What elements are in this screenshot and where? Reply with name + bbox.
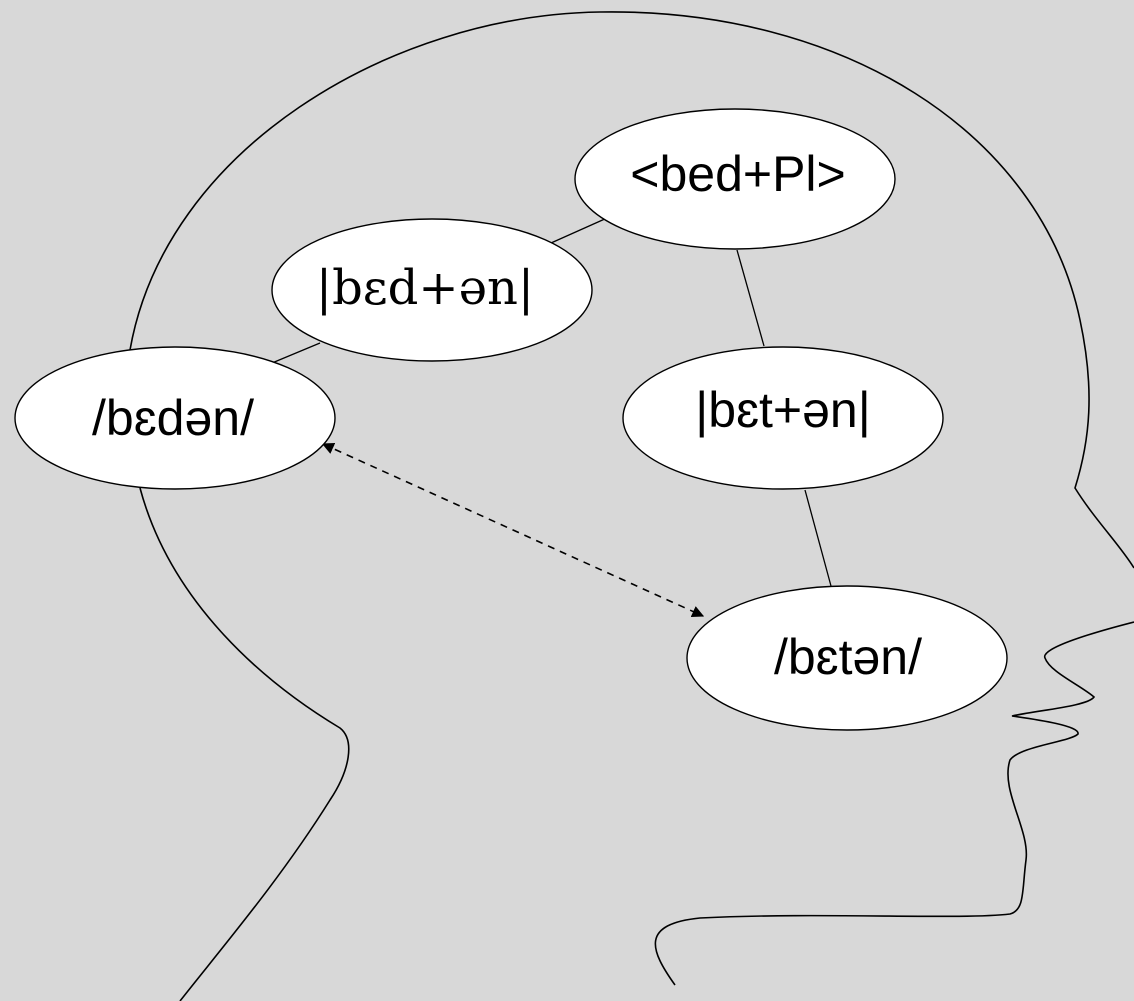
node-label: /bɛtən/: [774, 629, 922, 685]
node-label: /bɛdən/: [92, 390, 254, 446]
node-underlying-plural: <bed+Pl>: [574, 108, 896, 250]
node-bed-surface-form: /bɛdən/: [14, 346, 336, 490]
node-bet-underlying-form: |bɛt+ən|: [622, 346, 944, 490]
node-bet-surface-form: /bɛtən/: [686, 585, 1008, 731]
connections: [271, 217, 832, 618]
edge-plural-to-bed-form: [550, 217, 608, 244]
node-label: |bɛt+ən|: [695, 382, 870, 438]
node-label: <bed+Pl>: [630, 146, 845, 202]
head-outline-icon: [129, 11, 1134, 1001]
node-label: |bɛd+ən|: [316, 260, 534, 316]
edge-plural-to-bet-form: [736, 249, 765, 347]
edge-bet-form-to-bet-surface: [804, 489, 832, 587]
edge-bed-form-to-bed-surface: [271, 342, 321, 364]
node-bed-underlying-form: |bɛd+ən|: [271, 218, 593, 362]
dashed-double-arrow-icon: [321, 442, 705, 618]
